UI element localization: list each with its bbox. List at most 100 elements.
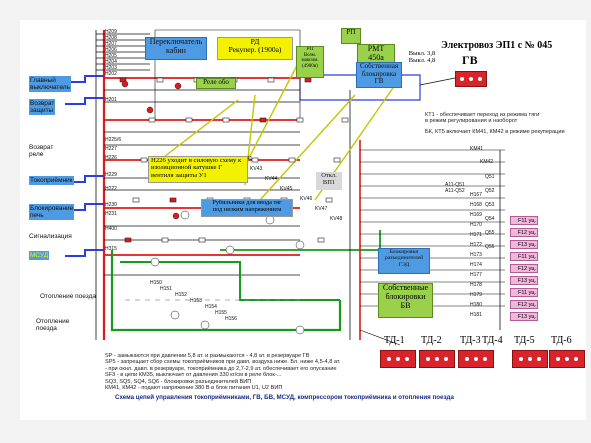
terminal-column: F11 yц. F12 yц. F13 yц. F11 yц. F12 yц. F13 y… [510, 216, 538, 336]
indicator-lamp [146, 106, 154, 114]
pointer-line [159, 99, 239, 161]
left-label-return-protection: Возврат защиты [29, 99, 56, 116]
wire-label: KV44 [265, 176, 277, 182]
wire-label: H178 [470, 282, 482, 288]
wire-label: Q54 [485, 216, 495, 222]
left-label-signal: Сигнализация [29, 233, 72, 240]
wire-label: H173 [470, 252, 482, 258]
wire-label: H231 [105, 211, 117, 217]
wire-label: H167 [470, 192, 482, 198]
own-block-bv-box: Собственные блокировки БВ [378, 283, 433, 318]
td-link [359, 329, 401, 346]
wire-label: H202 [105, 71, 117, 77]
relay-contact [148, 117, 156, 123]
terminal-cell: F12 yц. [510, 264, 538, 273]
terminal-cell: F11 yц. [510, 288, 538, 297]
terminal-cell: F13 yц. [510, 240, 538, 249]
td-label-4: ТД-4 [482, 335, 503, 346]
indicator-lamp [121, 80, 129, 88]
indicator-lamp [172, 212, 180, 220]
kt5-note: БК, КТ5 включает КМ41, КМ42 в режиме рек… [425, 129, 565, 135]
relay-contact [140, 157, 148, 163]
wire-label: H168 [470, 202, 482, 208]
relay-contact [267, 77, 275, 83]
rp-voltage-box: РП Возм. максим. (4900в) [296, 46, 324, 78]
relay-contact [288, 157, 296, 163]
wire-label: Q56 [485, 244, 495, 250]
terminal-cell: F13 yц. [510, 276, 538, 285]
gv-dot-3 [478, 77, 482, 81]
blue-connector [65, 75, 104, 83]
td-panel-2 [419, 350, 455, 368]
coil [150, 257, 160, 267]
n226-note-box: Н226 уходит в силовую схему к изоляционн… [148, 156, 248, 183]
wire-label: H208 [105, 35, 117, 41]
wire-label: H169 [470, 212, 482, 218]
terminal-cell: F11 yц. [510, 216, 538, 225]
wire-label: Q53 [485, 202, 495, 208]
wire-label: H201 [105, 97, 117, 103]
wire-label: H172 [470, 242, 482, 248]
td-panel-5 [512, 350, 548, 368]
relay-contact [124, 237, 132, 243]
own-block-gv-box: Собственная блокировка ГВ [356, 62, 402, 88]
wire-label: H150 [150, 280, 162, 286]
rele-ob-box: Реле обо [196, 78, 236, 89]
wire-label: H170 [470, 222, 482, 228]
gv-link [419, 77, 456, 86]
gv-label: ГВ [462, 53, 478, 67]
wire-label: H174 [470, 262, 482, 268]
wire-label: H181 [470, 312, 482, 318]
wire-label: H209 [105, 29, 117, 35]
wire-label: H180 [470, 302, 482, 308]
relay-contact [251, 157, 259, 163]
bottom-notes: SP - замыкаются при давлении 5,8 ат. и р… [105, 353, 341, 392]
rubilnik-note-box: Рубильники для ввода тяг под низким напр… [201, 199, 293, 217]
terminal-cell: F11 yц. [510, 252, 538, 261]
wire-label: H154 [205, 304, 217, 310]
td-label-5: ТД-5 [514, 335, 535, 346]
wire-label: H152 [175, 292, 187, 298]
diagram-caption: Схема цепей управления токоприёмниками, … [115, 394, 454, 401]
relay-contact [161, 237, 169, 243]
wire-label: H230 [105, 202, 117, 208]
wire-label: H315 [105, 246, 117, 252]
wire-label: H206 [105, 47, 117, 53]
terminal-cell: F12 yц. [510, 300, 538, 309]
indicator-lamp [174, 82, 182, 90]
relay-contact [317, 237, 325, 243]
td-label-3: ТД-3 [460, 335, 481, 346]
pointer-line [239, 49, 306, 176]
wire-label: KM41 [470, 146, 483, 152]
blue-connector [65, 97, 104, 105]
wire-label: Q52 [485, 188, 495, 194]
rmt-box: РМТ 450а [357, 44, 395, 64]
relay-contact [341, 117, 349, 123]
relay-contact [185, 117, 193, 123]
block-razed-box: Блокировки разъединителей ГЭД [378, 248, 430, 274]
left-label-msud: МСУД [29, 251, 50, 261]
wire-label: H207 [105, 41, 117, 47]
wire-label: H153 [190, 298, 202, 304]
coil [225, 245, 235, 255]
wire-label: H171 [470, 232, 482, 238]
wire-label: H151 [160, 286, 172, 292]
left-label-gv: Главный выключатель [29, 76, 71, 93]
diagram-title: Электровоз ЭП1 с № 045 [441, 40, 553, 51]
wire-label: H156 [225, 316, 237, 322]
td-label-2: ТД-2 [421, 335, 442, 346]
relay-contact [222, 117, 230, 123]
terminal-cell: F12 yц. [510, 228, 538, 237]
wire-label: H155 [215, 310, 227, 316]
kt1-note: КТ1 - обеспечивает переход из режима тяг… [425, 112, 540, 125]
wire-label: H203 [105, 65, 117, 71]
switch-cabin-box: Переключатель кабин [145, 37, 207, 60]
wire-label: H225/6 [105, 137, 121, 143]
coil [180, 210, 190, 220]
relay-contact [333, 157, 341, 163]
wire-label: H227 [105, 146, 117, 152]
wire-label: H205 [105, 53, 117, 59]
coil [200, 320, 210, 330]
